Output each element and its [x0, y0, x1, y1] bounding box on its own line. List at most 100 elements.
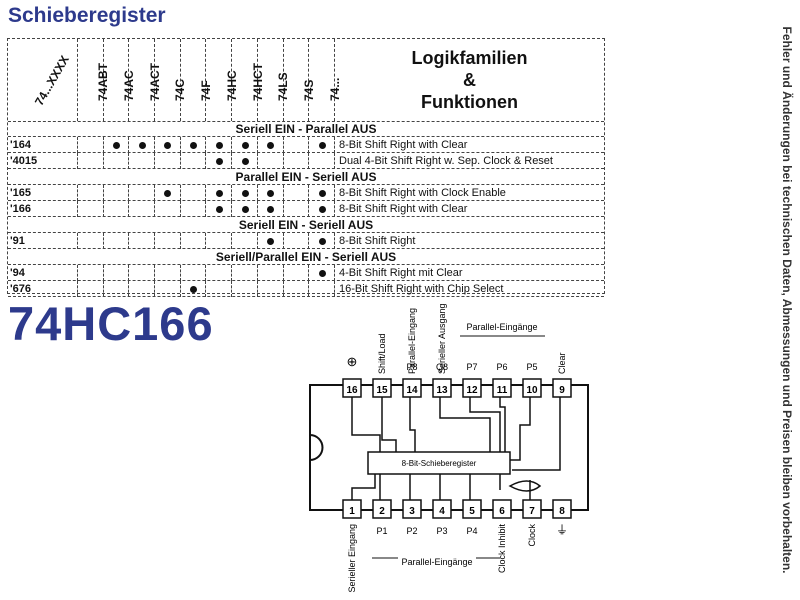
- family-cell: [284, 265, 310, 281]
- family-header-2: 74ACT: [129, 39, 162, 121]
- family-cell: [284, 233, 310, 249]
- availability-dot: [164, 190, 172, 197]
- pin-box-bottom: [552, 499, 572, 519]
- family-cell: [309, 185, 335, 201]
- availability-dot: [190, 142, 198, 149]
- part-number: '94: [8, 265, 78, 281]
- family-cell: [181, 185, 207, 201]
- pin-label-top: Serieller Ausgang: [437, 303, 447, 374]
- pin-number: 6: [499, 506, 505, 517]
- family-cell: [309, 201, 335, 217]
- family-cell: [104, 201, 130, 217]
- section-title: Seriell EIN - Seriell AUS: [8, 217, 604, 233]
- family-cell: [232, 201, 258, 217]
- family-cell: [155, 153, 181, 169]
- availability-dot: [267, 238, 275, 245]
- family-cell: [284, 201, 310, 217]
- section-title: Seriell EIN - Parallel AUS: [8, 121, 604, 137]
- family-cell: [129, 153, 156, 169]
- part-header-label: 74...XXXX: [32, 53, 72, 108]
- family-cell: [129, 281, 156, 297]
- part-header-cell: 74...XXXX: [8, 39, 78, 121]
- pin-label-bottom: Clock Inhibit: [497, 524, 507, 574]
- pin-box-bottom: [372, 499, 392, 519]
- availability-dot: [190, 286, 198, 293]
- function-text: Dual 4-Bit Shift Right w. Sep. Clock & R…: [339, 155, 553, 167]
- function-header-line3: Funktionen: [421, 92, 518, 112]
- availability-dot: [138, 142, 146, 149]
- family-cell: [207, 137, 233, 153]
- family-cell: [104, 153, 130, 169]
- family-cell: [104, 137, 130, 153]
- pin-number: 5: [469, 506, 475, 517]
- availability-dot: [164, 142, 172, 149]
- pinout-diagram: 8-Bit-Schieberegister 16⊕15Shift/Load14P…: [309, 303, 589, 593]
- section-title: Parallel EIN - Seriell AUS: [8, 169, 604, 185]
- family-cell: [232, 185, 258, 201]
- pin-number: 7: [529, 506, 535, 517]
- availability-dot: [113, 142, 121, 149]
- family-cell: [232, 265, 258, 281]
- chip-name: 74HC166: [8, 297, 214, 350]
- function-text: 8-Bit Shift Right: [339, 235, 416, 247]
- pin-label-bottom: Serieller Eingang: [347, 524, 357, 593]
- chip-notch: [309, 434, 324, 461]
- table-row: '94 4-Bit Shift Right mit Clear: [8, 265, 604, 281]
- family-cell: [207, 185, 233, 201]
- family-cell: [232, 281, 258, 297]
- pin-label-top: P5: [526, 362, 537, 372]
- pin-box-bottom: [522, 499, 542, 519]
- function-text: 8-Bit Shift Right with Clear: [339, 203, 468, 215]
- family-cell: [155, 137, 181, 153]
- chip-body: [309, 384, 589, 511]
- family-cell: [129, 233, 156, 249]
- family-cell: [309, 265, 335, 281]
- family-cell: [104, 185, 130, 201]
- family-cell: [309, 137, 335, 153]
- family-header-1: 74AC: [104, 39, 136, 121]
- family-cell: [181, 265, 207, 281]
- family-cell: [181, 153, 207, 169]
- availability-dot: [267, 190, 275, 197]
- register-label: 8-Bit-Schieberegister: [402, 459, 477, 468]
- family-cell: [155, 201, 181, 217]
- pin-box-top: [372, 378, 392, 398]
- family-header-8: 74S: [284, 39, 316, 121]
- family-cell: [258, 201, 284, 217]
- family-cell: [207, 233, 233, 249]
- availability-dot: [215, 206, 223, 213]
- pin-number: 10: [526, 385, 538, 396]
- pin-box-bottom: [402, 499, 422, 519]
- function-text: 8-Bit Shift Right with Clear: [339, 139, 468, 151]
- pin-label-top: Clear: [557, 352, 567, 374]
- family-cell: [104, 265, 130, 281]
- family-cell: [181, 281, 207, 297]
- family-cell: [181, 137, 207, 153]
- pin-label-top: Parallel-Eingang: [407, 308, 417, 374]
- family-header-7: 74LS: [258, 39, 290, 121]
- family-cell: [129, 265, 156, 281]
- availability-dot: [318, 206, 326, 213]
- availability-dot: [215, 158, 223, 165]
- family-cell: [258, 137, 284, 153]
- part-number: '676: [8, 281, 78, 297]
- function-text: 8-Bit Shift Right with Clock Enable: [339, 187, 506, 199]
- pin-label-bottom: P1: [376, 526, 387, 536]
- family-cell: [258, 265, 284, 281]
- pin-number: 11: [497, 385, 508, 396]
- family-cell: [258, 185, 284, 201]
- pin-number: 8: [559, 506, 565, 517]
- pin-label-bottom: P4: [466, 526, 477, 536]
- bottom-group-label: Parallel-Eingänge: [401, 557, 472, 567]
- section-title: Seriell/Parallel EIN - Seriell AUS: [8, 249, 604, 265]
- pin-box-top: [432, 378, 452, 398]
- availability-dot: [241, 142, 249, 149]
- pin-number: 9: [559, 385, 565, 396]
- part-number: '166: [8, 201, 78, 217]
- family-header-5: 74HC: [207, 39, 239, 121]
- availability-dot: [215, 190, 223, 197]
- family-cell: [284, 153, 310, 169]
- function-text: 4-Bit Shift Right mit Clear: [339, 267, 463, 279]
